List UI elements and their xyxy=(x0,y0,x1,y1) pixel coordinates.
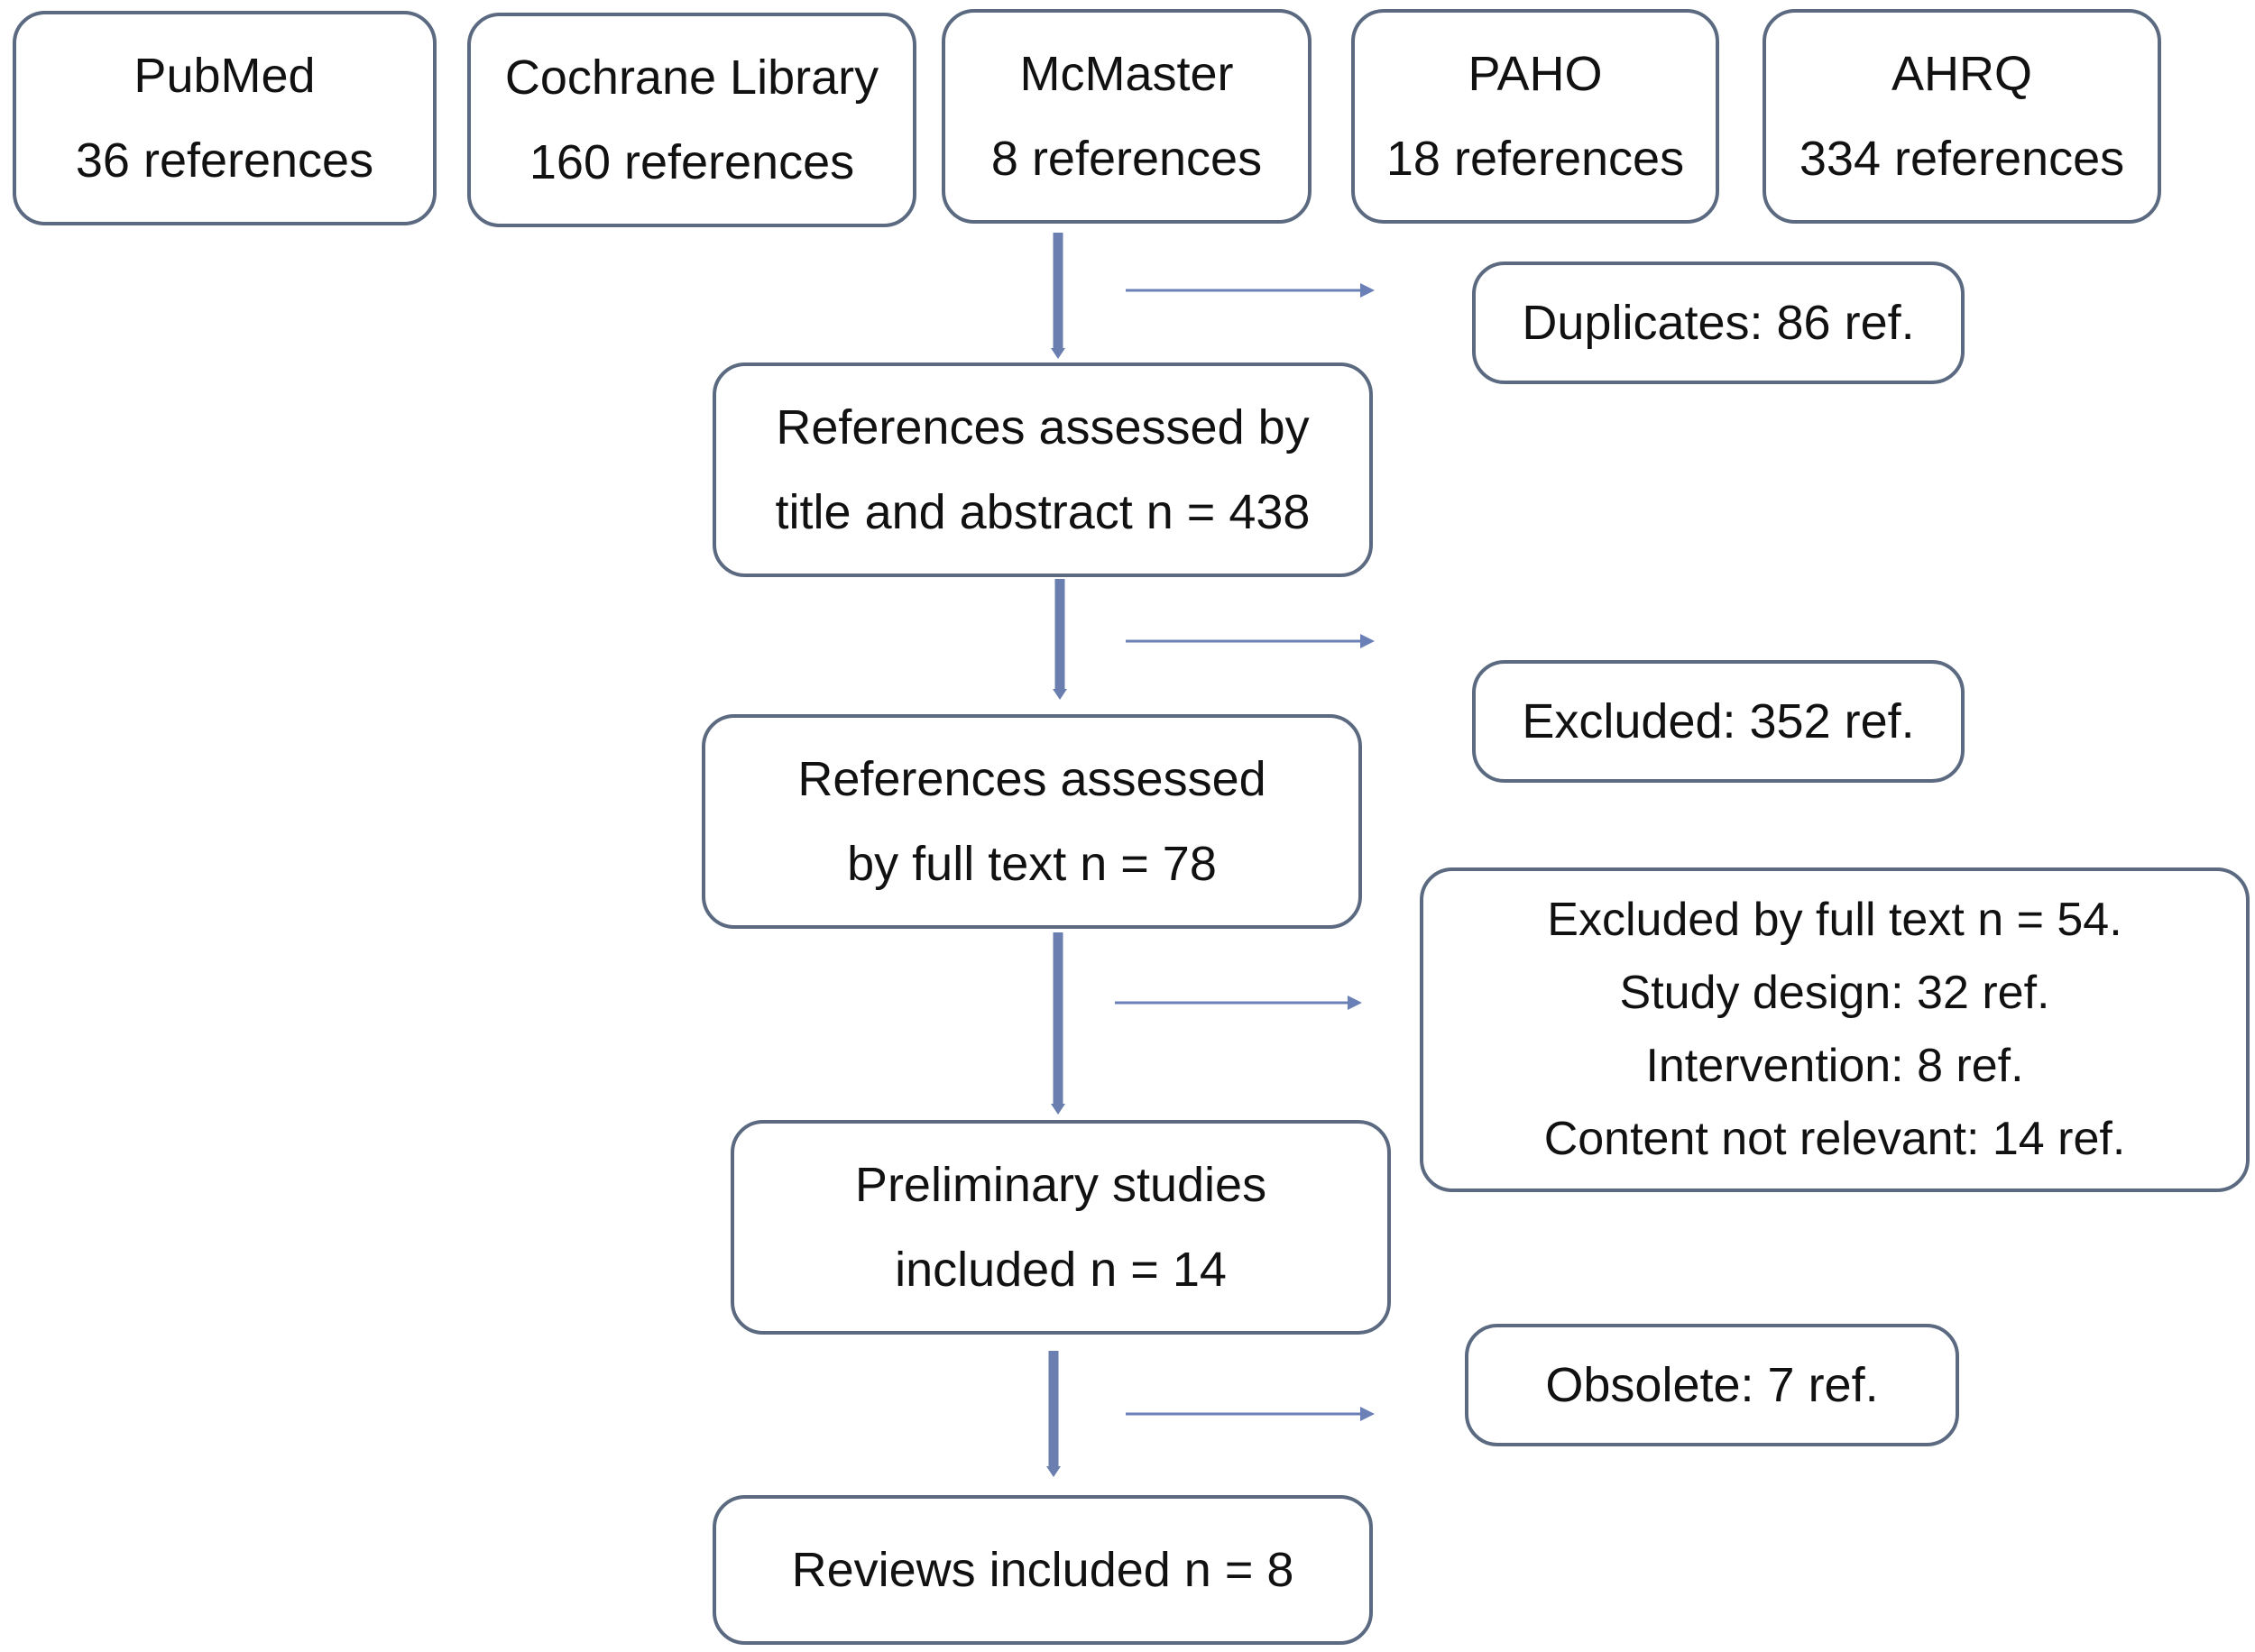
exclusion-text: Excluded: 352 ref. xyxy=(1522,694,1915,748)
source-count: 8 references xyxy=(990,132,1263,186)
step-line: Preliminary studies xyxy=(854,1158,1267,1212)
exclusion-line: Study design: 32 ref. xyxy=(1619,967,2050,1019)
step-preliminary: Preliminary studies included n = 14 xyxy=(731,1120,1391,1335)
source-name: PAHO xyxy=(1468,47,1603,101)
source-box-mcmaster: McMaster 8 references xyxy=(942,9,1312,224)
source-name: McMaster xyxy=(1019,47,1234,101)
main-arrow-1 xyxy=(1051,233,1065,359)
exclusion-excluded: Excluded: 352 ref. xyxy=(1472,660,1965,783)
exclusion-duplicates: Duplicates: 86 ref. xyxy=(1472,262,1965,384)
step-title-abstract: References assessed by title and abstrac… xyxy=(713,363,1373,577)
step-line: Reviews included n = 8 xyxy=(791,1543,1294,1597)
step-reviews-included: Reviews included n = 8 xyxy=(713,1495,1373,1645)
step-line: References assessed xyxy=(797,752,1266,806)
step-full-text: References assessed by full text n = 78 xyxy=(702,714,1362,929)
source-count: 334 references xyxy=(1799,132,2125,186)
side-arrow-duplicates xyxy=(1126,283,1375,298)
source-name: Cochrane Library xyxy=(504,50,879,105)
source-count: 36 references xyxy=(75,133,374,188)
step-line: title and abstract n = 438 xyxy=(775,485,1311,539)
main-arrow-2 xyxy=(1053,579,1067,700)
source-count: 18 references xyxy=(1385,132,1685,186)
source-name: AHRQ xyxy=(1891,47,2032,101)
side-arrow-excluded xyxy=(1126,634,1375,648)
exclusion-line: Excluded by full text n = 54. xyxy=(1547,894,2122,946)
source-box-ahrq: AHRQ 334 references xyxy=(1763,9,2161,224)
source-name: PubMed xyxy=(133,49,316,103)
side-arrow-obsolete xyxy=(1126,1407,1375,1421)
step-line: included n = 14 xyxy=(895,1243,1227,1297)
step-line: References assessed by xyxy=(776,400,1310,454)
main-arrow-3 xyxy=(1051,932,1065,1115)
exclusion-text: Duplicates: 86 ref. xyxy=(1522,296,1915,350)
source-box-cochrane: Cochrane Library 160 references xyxy=(467,13,916,227)
source-count: 160 references xyxy=(529,135,855,189)
exclusion-text: Obsolete: 7 ref. xyxy=(1545,1358,1879,1412)
exclusion-full-text: Excluded by full text n = 54. Study desi… xyxy=(1420,867,2250,1192)
exclusion-obsolete: Obsolete: 7 ref. xyxy=(1465,1324,1959,1446)
source-box-pubmed: PubMed 36 references xyxy=(13,11,437,225)
main-arrow-4 xyxy=(1046,1351,1061,1477)
exclusion-line: Intervention: 8 ref. xyxy=(1645,1040,2024,1092)
step-line: by full text n = 78 xyxy=(847,837,1217,891)
source-box-paho: PAHO 18 references xyxy=(1351,9,1719,224)
side-arrow-full-text xyxy=(1115,996,1362,1010)
exclusion-line: Content not relevant: 14 ref. xyxy=(1543,1113,2126,1165)
